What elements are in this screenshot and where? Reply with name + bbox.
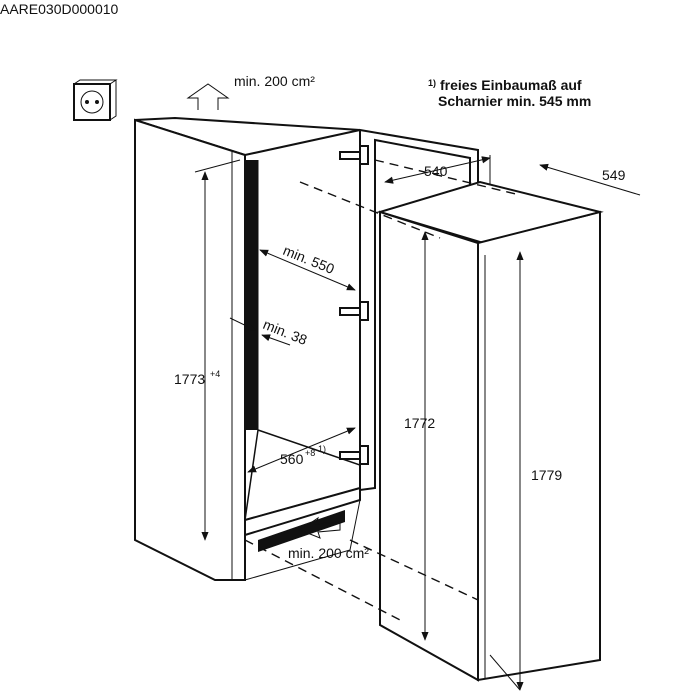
niche-width-tolerance: +8	[305, 448, 315, 458]
footnote-line1: freies Einbaumaß auf	[440, 77, 582, 93]
appliance	[376, 180, 604, 682]
appliance-total-height-label: 1779	[531, 467, 562, 483]
ventilation-bottom-label: min. 200 cm²	[288, 545, 369, 561]
niche-height-label: 1773	[174, 371, 205, 387]
niche-width-label: 560	[280, 451, 304, 467]
diagram-code: AARE030D000010	[0, 1, 119, 17]
power-socket-icon	[73, 79, 118, 121]
airflow-in-arrow-icon	[298, 516, 341, 539]
appliance-depth-label: 549	[602, 167, 626, 183]
appliance-body-height-label: 1772	[404, 415, 435, 431]
door-depth-label: 540	[424, 163, 448, 179]
niche-height-tolerance: +4	[210, 369, 220, 379]
hinge-icon	[339, 301, 369, 321]
airflow-up-arrow-icon	[186, 83, 230, 110]
ventilation-top-label: min. 200 cm²	[234, 73, 315, 89]
hinge-icon	[339, 145, 369, 165]
footnote-marker: 1)	[428, 78, 436, 88]
niche-depth-label: min. 550	[281, 242, 337, 277]
niche-width-footnote: 1)	[318, 444, 326, 454]
footnote-line2: Scharnier min. 545 mm	[438, 93, 591, 109]
